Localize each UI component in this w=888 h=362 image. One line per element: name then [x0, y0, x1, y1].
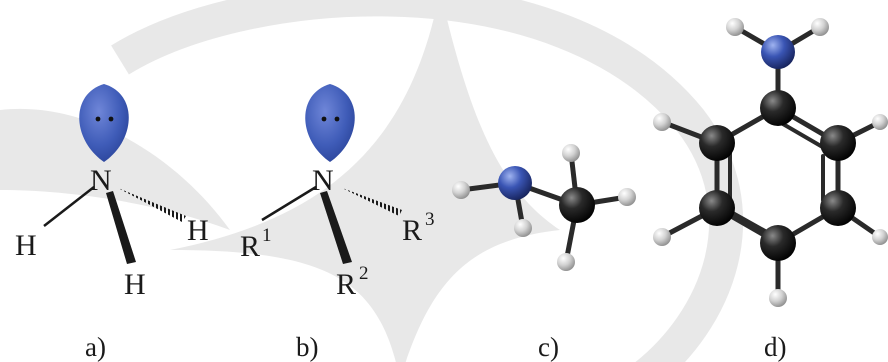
aromatic-double-bonds-d: [728, 122, 828, 238]
panel-label-c: c): [538, 332, 559, 362]
hydrogen-atom-d-3: [653, 113, 671, 131]
carbon-atom-d-6: [760, 225, 796, 261]
substituent-a-2: H: [187, 214, 209, 247]
substituent-b-2: R 2: [336, 263, 369, 301]
hydrogen-atom-c-4: [618, 188, 636, 206]
bond-b-left: [261, 185, 317, 222]
panel-label-b: b): [296, 332, 319, 362]
center-atom-b: N: [312, 164, 334, 197]
substituent-a-3: H: [124, 268, 146, 301]
svg-text:R: R: [402, 214, 422, 247]
svg-text:R: R: [240, 230, 260, 263]
wedge-bond-a: [106, 191, 136, 264]
bond-a-left: [43, 186, 95, 227]
watermark-logo: [0, 0, 744, 362]
svg-text:1: 1: [262, 225, 272, 246]
hydrogen-atom-d-6: [872, 229, 888, 245]
hydrogen-atom-c-3: [562, 144, 580, 162]
watermark-left-lobe: [0, 108, 230, 230]
watermark-arc: [111, 0, 744, 362]
panel-b-general-amine: N R 1 R 2 R 3 b): [240, 84, 435, 362]
hydrogen-atom-d-1: [726, 18, 744, 36]
carbon-atom-c: [559, 187, 595, 223]
svg-text:2: 2: [359, 263, 369, 284]
nitrogen-atom-d: [761, 35, 795, 69]
carbon-atom-d-4: [699, 190, 735, 226]
carbon-atom-d-3: [820, 125, 856, 161]
center-atom-a: N: [90, 164, 112, 197]
carbon-atom-d-1: [760, 90, 796, 126]
substituent-a-1: H: [15, 229, 37, 262]
panel-label-a: a): [85, 332, 106, 362]
hydrogen-atom-d-2: [811, 18, 829, 36]
panel-c-methylamine-model: c): [452, 144, 636, 362]
lone-pair-orbital-b: [305, 84, 355, 162]
panel-a-ammonia: N H H H a): [15, 84, 209, 362]
carbon-atom-d-2: [699, 125, 735, 161]
svg-text:3: 3: [425, 209, 435, 230]
svg-text:R: R: [336, 268, 356, 301]
hydrogen-atom-c-2: [514, 219, 532, 237]
hydrogen-atom-d-7: [769, 289, 787, 307]
substituent-b-1: R 1: [240, 225, 272, 263]
watermark-star: [170, 0, 560, 362]
panel-label-d: d): [764, 332, 787, 362]
hydrogen-atom-d-5: [653, 228, 671, 246]
lone-pair-orbital-a: [79, 84, 129, 162]
hashed-bond-a: [118, 188, 186, 222]
hydrogen-atom-d-4: [872, 114, 888, 130]
panel-d-aniline-model: d): [653, 18, 888, 362]
wedge-bond-b: [320, 191, 352, 264]
hashed-bond-b: [342, 188, 402, 216]
substituent-b-3: R 3: [402, 209, 435, 247]
carbon-atom-d-5: [820, 190, 856, 226]
hydrogen-atom-c-5: [557, 253, 575, 271]
hydrogen-atom-c-1: [452, 181, 470, 199]
nitrogen-atom-c: [498, 166, 532, 200]
